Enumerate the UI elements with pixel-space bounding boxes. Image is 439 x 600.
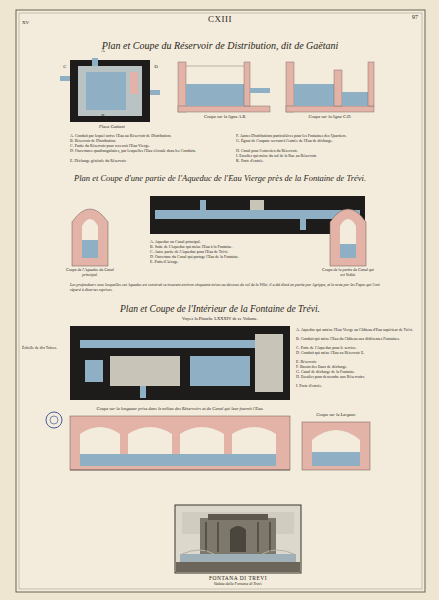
plan-letter: C [61,64,69,70]
legend-item: G. Égout de Coupure servant à l'entrée d… [236,139,396,144]
legend-item: B. Suite de l'Aqueduc qui mène l'Eau à l… [150,245,320,250]
plate-number: CXIII [200,14,240,24]
legend-item: F. Autres Distributions particulières po… [236,134,396,139]
section-caption: Coupe sur la ligne A.B. [180,114,270,119]
section-caption: Coupe sur la Largeur. [300,412,372,417]
sheet-mark: XV [22,20,40,26]
legend-item: B. Conduit qui mène l'Eau du Château aux… [296,337,414,342]
page-number: 97 [396,14,418,21]
section-title: Plan et Coupe du Réservoir de Distributi… [95,40,345,52]
legend-item: A. Conduit par lequel arrive l'Eau au Ré… [70,134,220,139]
legend-item: D. Ouvertures quadrangulaires, par lesqu… [70,149,220,154]
plan-letter: D [152,64,160,70]
legend-item: E. Puits d'Aérage. [150,260,320,265]
engraving-title: FONTANA DI TREVI [175,575,301,581]
sub-note: Voyez la Planche LXXXIV de ce Volume. [150,316,290,321]
engraving-caption: Veduta della Fontana di Trevi. [175,582,301,587]
legend-item: A. Aqueduc qui amène l'Eau Vierge au Châ… [296,328,414,333]
legend-item: G. Canal de décharge de la Fontaine. [296,370,414,375]
legend-item: D. Conduit qui mène l'Eau au Réservoir E… [296,351,414,356]
plan-letter: A [99,48,107,54]
legend-item: C. Porte de l'Aqueduc pour le service. [296,346,414,351]
legend-item: I. Porte d'entrée. [296,384,414,389]
note-paragraph: Les profondeurs sous lesquelles cet Aque… [70,283,390,292]
section-caption: Coupe sur la longueur prise dans le mili… [70,406,290,411]
scale-note: Échelle de dix Toises. [22,346,66,351]
legend-item: D. Ouverture du Canal qui partage l'Eau … [150,255,320,260]
legend-item: C. Autre partie de l'Aqueduc pour l'Eau … [150,250,320,255]
legend-item: E. Décharge générale du Réservoir. [70,159,220,164]
legend-item: E. Réservoir. [296,360,414,365]
plan-caption: Place Gaëtani [82,124,142,129]
section-title: Plan et Coupe d'une partie de l'Aqueduc … [70,174,370,184]
legend-item: F. Bassin des Eaux de décharge. [296,365,414,370]
section-title: Plan et Coupe de l'Intérieur de la Fonta… [80,304,360,315]
plan-letter: B [99,113,107,119]
legend-item: H. Canal pour l'entretien du Réservoir. [236,149,396,154]
legend-item: H. Escalier pour descendre aux Réservoir… [296,375,414,380]
legend-item: B. Réservoir de Distribution. [70,139,220,144]
legend-item: I. Escalier qui mène du sol de la Rue au… [236,154,396,159]
legend-item: C. Partie du Réservoir pour recevoir l'E… [70,144,220,149]
section-caption: Coupe sur la ligne C.D. [286,114,374,119]
section-caption: Coupe de la partie du Canal qui est Voût… [320,268,376,277]
legend-item: K. Porte d'entrée. [236,159,396,164]
legend-item: A. Aqueduc ou Canal principal. [150,240,320,245]
section-caption: Coupe de l'Aqueduc du Canal principal. [62,268,118,277]
